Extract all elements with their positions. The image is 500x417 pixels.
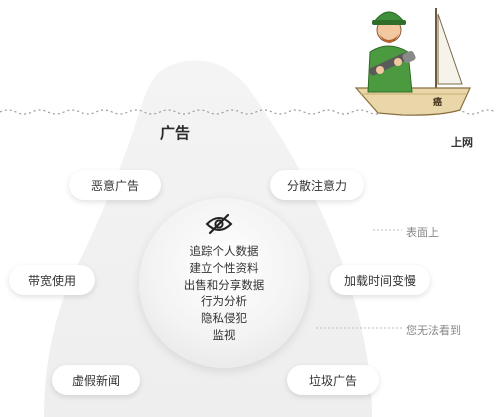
sailor-boat-illustration xyxy=(354,8,471,116)
pill-malicious-ads: 恶意广告 xyxy=(69,170,161,200)
center-item-list: 追踪个人数据 建立个性资料 出售和分享数据 行为分析 隐私侵犯 监视 xyxy=(139,243,309,344)
pill-junk-ads: 垃圾广告 xyxy=(287,365,379,395)
boat-label: 癌 xyxy=(433,98,443,108)
center-item: 出售和分享数据 xyxy=(183,277,265,292)
side-label-surface: 表面上 xyxy=(406,226,439,239)
pill-bandwidth: 带宽使用 xyxy=(9,265,95,295)
water-line xyxy=(0,109,497,115)
pill-fake-news: 虚假新闻 xyxy=(52,365,140,395)
center-item: 追踪个人数据 xyxy=(189,244,259,258)
surface-label: 上网 xyxy=(451,136,473,149)
diagram-title: 广告 xyxy=(160,124,191,142)
center-item: 监视 xyxy=(212,327,236,342)
center-item: 隐私侵犯 xyxy=(201,311,247,326)
center-item: 行为分析 xyxy=(201,294,247,309)
center-circle xyxy=(139,198,309,368)
pill-distraction: 分散注意力 xyxy=(270,170,364,200)
center-item: 建立个性资料 xyxy=(189,260,259,275)
pill-slow-loading: 加载时间变慢 xyxy=(330,265,430,295)
side-label-invisible: 您无法看到 xyxy=(406,324,461,337)
eye-slash-icon xyxy=(205,213,233,235)
